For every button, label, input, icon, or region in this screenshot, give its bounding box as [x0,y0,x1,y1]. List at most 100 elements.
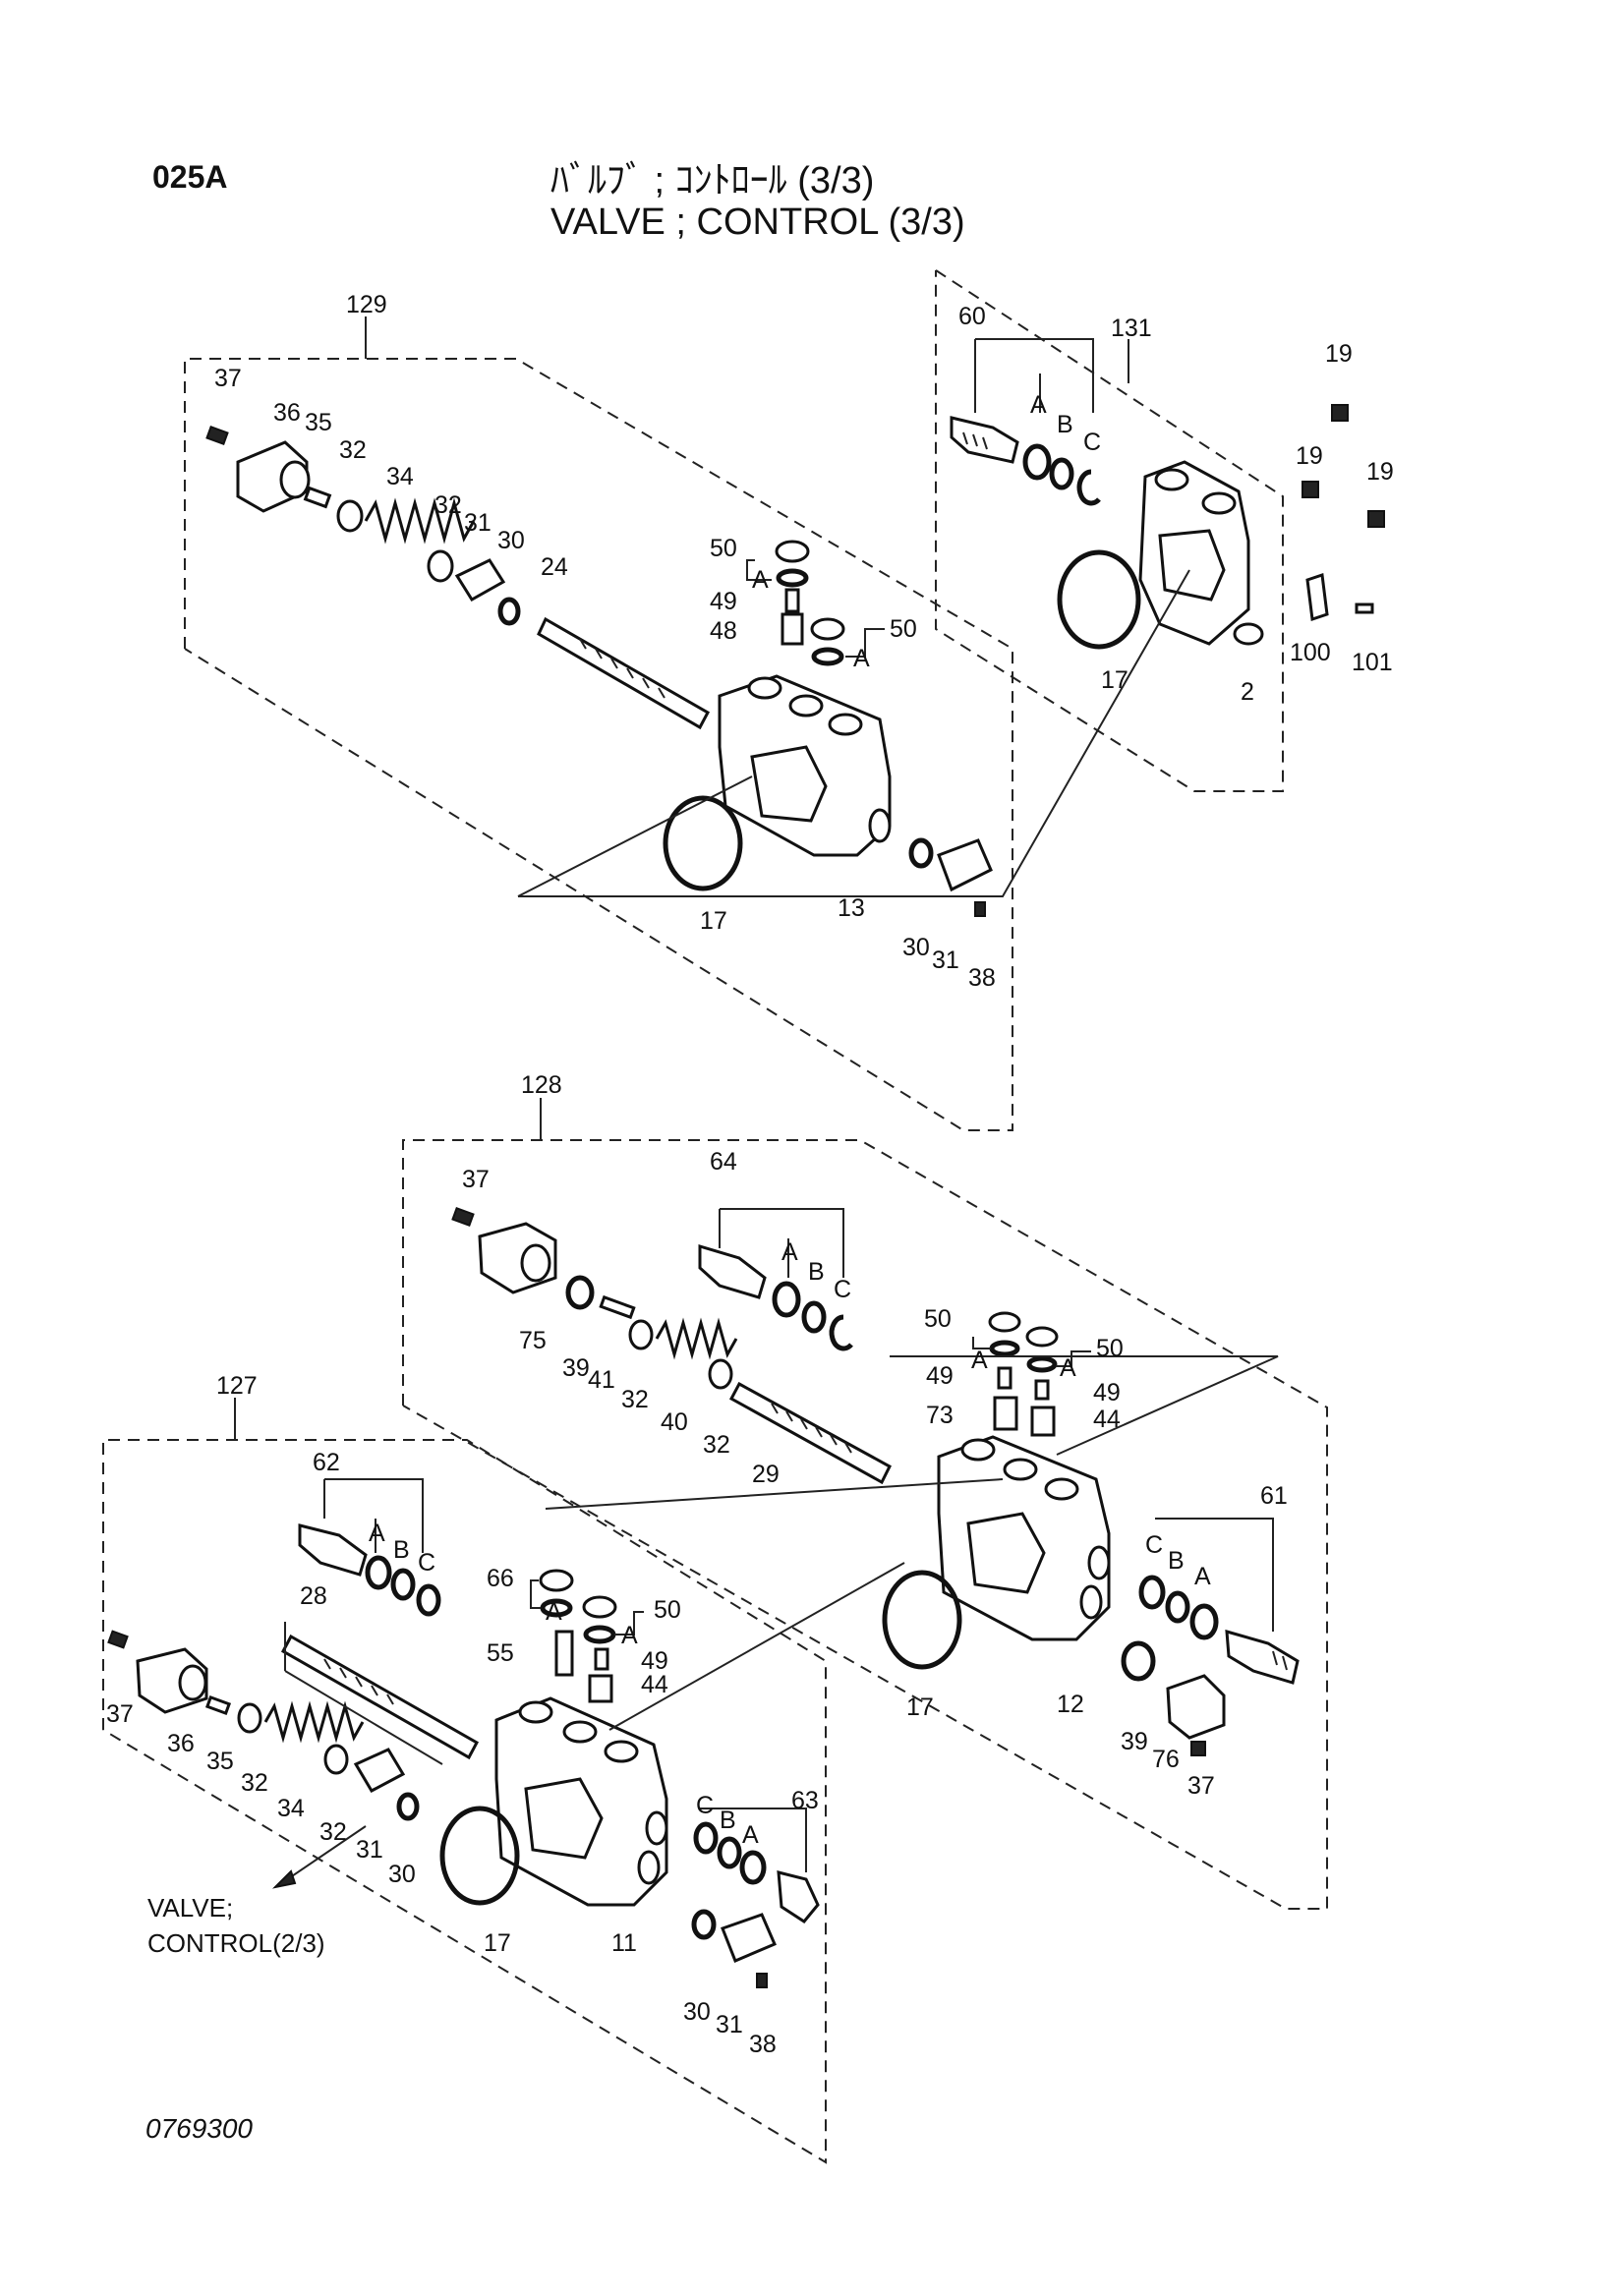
part-label-31a: 31 [464,509,492,537]
oring-61b [1165,1590,1190,1624]
part-label-64: 64 [710,1148,737,1176]
part-label-50d: 50 [1096,1335,1124,1362]
seal-30d [691,1909,717,1940]
oring-64a [772,1281,801,1318]
oring-17b [1057,549,1141,650]
screw-35b [204,1694,232,1716]
letter-c-63: C [696,1792,714,1819]
part-label-34a: 34 [386,463,414,490]
part-label-19b: 19 [1296,442,1323,470]
part-label-37d: 37 [106,1700,134,1728]
part-label-24: 24 [541,553,568,581]
part-label-17d: 17 [484,1929,511,1957]
seat-32b [427,549,454,583]
part-label-62: 62 [313,1449,340,1476]
assembly-label-127: 127 [216,1372,258,1400]
part-label-30b: 30 [902,934,930,961]
part-label-48: 48 [710,617,737,645]
part-label-31d: 31 [716,2011,743,2038]
part-label-75: 75 [519,1327,547,1354]
letter-a-50e: A [621,1622,638,1649]
ring-60c [1076,469,1101,506]
oring-17c [882,1570,962,1670]
plunger-44a [1030,1406,1056,1437]
plunger-73 [993,1396,1018,1431]
letter-a-50b: A [853,645,870,672]
relief-valve-62 [298,1523,368,1577]
oring-39a [565,1275,595,1310]
part-label-30d: 30 [683,1998,711,2026]
letter-a-61: A [1194,1563,1211,1590]
valve-body-12 [937,1435,1111,1641]
oring-60a [1022,443,1052,481]
part-label-12: 12 [1057,1691,1084,1718]
cap-part-36 [236,440,311,513]
oring-61a [1189,1603,1219,1640]
oring-61c [1138,1575,1166,1610]
letter-b-62: B [393,1536,410,1564]
ring-64c [829,1314,853,1351]
seat-32a [336,499,364,533]
part-label-73: 73 [926,1402,954,1429]
bolt-37c [1190,1741,1206,1756]
part-label-40: 40 [661,1408,688,1436]
valve-body-13 [718,674,892,857]
part-label-17c: 17 [906,1693,934,1721]
part-label-76: 76 [1152,1746,1180,1773]
part-label-31b: 31 [932,947,959,974]
part-label-44a: 44 [1093,1406,1121,1433]
bolt-37d [107,1630,129,1649]
spring-40 [655,1317,738,1360]
part-label-36b: 36 [167,1730,195,1757]
spool-28 [280,1634,480,1760]
spring-49d [594,1647,609,1671]
valve-body-11 [494,1696,668,1907]
title-japanese: ﾊﾞﾙﾌﾞ ; ｺﾝﾄﾛｰﾙ (3/3) [550,160,875,201]
oring-17d [439,1806,520,1906]
seal-30a [497,597,521,626]
rivet-101 [1355,603,1374,614]
plug-50d [1025,1326,1059,1348]
part-label-11: 11 [611,1929,637,1957]
spool-24 [537,616,711,730]
letter-a-50a: A [752,566,769,594]
letter-a-64: A [781,1238,798,1266]
relief-valve-61 [1225,1629,1300,1685]
part-label-63: 63 [791,1787,819,1814]
part-label-32f: 32 [319,1818,347,1846]
part-label-17b: 17 [1101,666,1128,694]
part-label-49d: 49 [641,1647,668,1675]
part-label-32d: 32 [703,1431,730,1459]
part-label-17a: 17 [700,907,727,935]
screw-35a [303,486,332,509]
seal-30c [396,1792,420,1821]
plug-50e [582,1595,617,1619]
cap-part-36b [136,1647,208,1714]
part-label-49b: 49 [926,1362,954,1390]
screw-38b [756,1973,768,1988]
part-label-32b: 32 [434,491,462,519]
part-label-55: 55 [487,1639,514,1667]
letter-a-63: A [742,1821,759,1849]
part-label-61: 61 [1260,1482,1288,1510]
assembly-label-128: 128 [521,1071,562,1099]
assembly-128-outline [402,1139,1328,1910]
pin-41 [599,1294,636,1320]
part-label-66: 66 [487,1565,514,1592]
plate-31a [454,558,506,603]
cap-76 [1166,1674,1226,1740]
part-label-31c: 31 [356,1836,383,1864]
plunger-55 [554,1630,574,1677]
oring-62c [416,1583,441,1617]
part-label-37a: 37 [214,365,242,392]
part-label-35a: 35 [305,409,332,436]
screw-38a [974,901,986,917]
part-label-19c: 19 [1366,458,1394,486]
letter-b-60: B [1057,411,1073,438]
seat-32c [628,1319,654,1350]
assembly-label-129: 129 [346,291,387,318]
seat-32d [708,1358,733,1390]
part-label-32e: 32 [241,1769,268,1797]
oring-64b [801,1300,827,1334]
